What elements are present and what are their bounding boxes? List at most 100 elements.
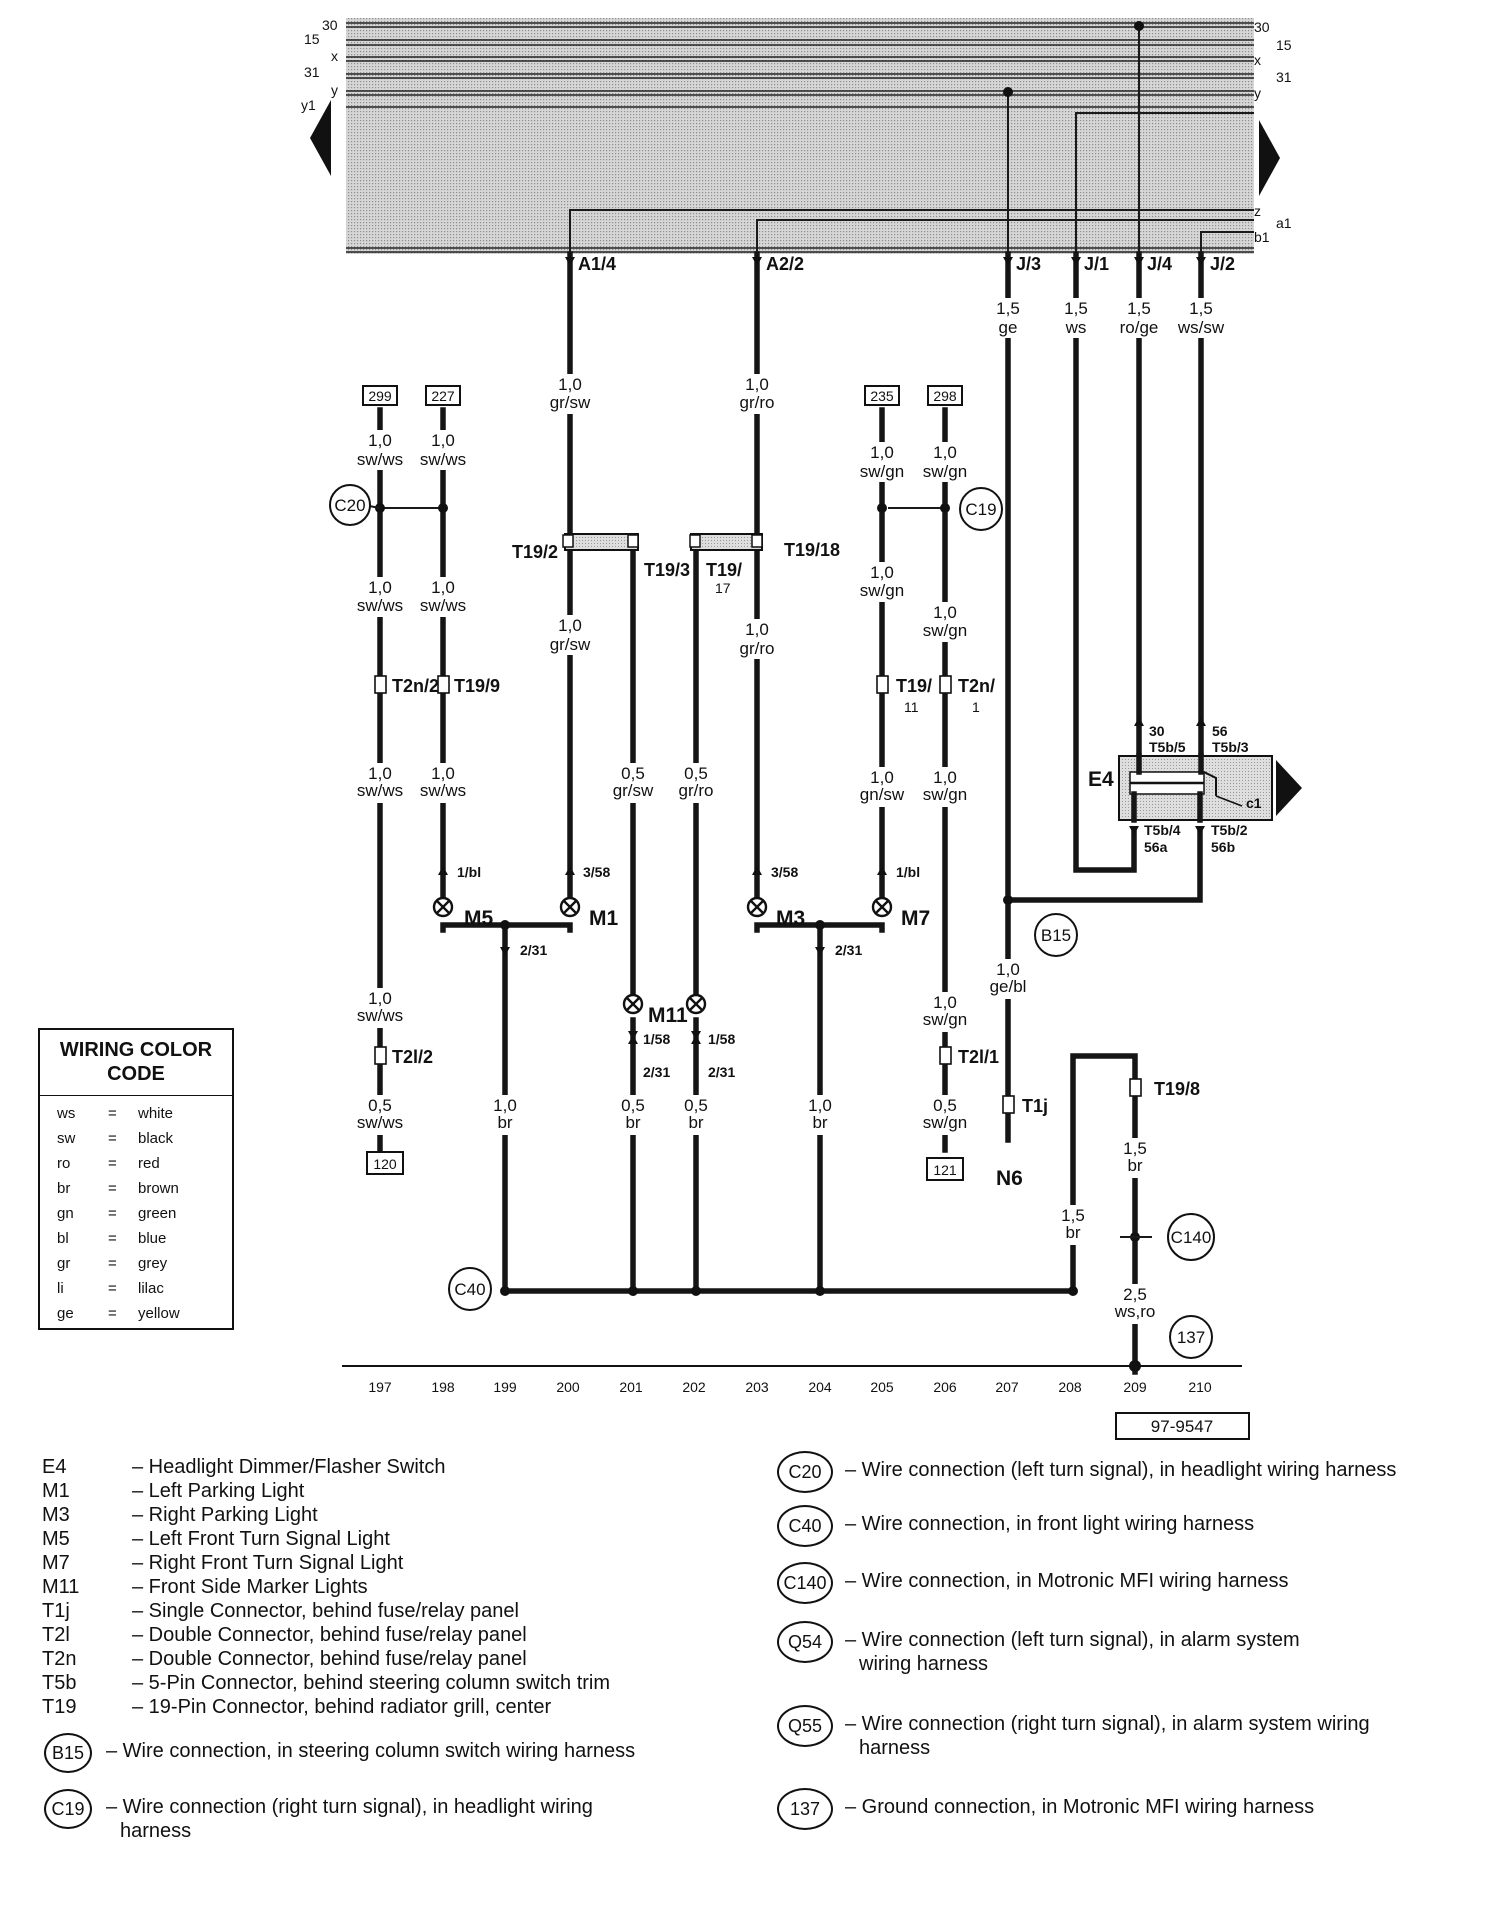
connector-label: T1j [1022, 1096, 1048, 1116]
bus-label-x-right: x [1254, 52, 1261, 68]
legend-text-continued: harness [859, 1737, 931, 1759]
wire-gauge: 1,0 [933, 993, 957, 1012]
figure-id: 97-9547 [1151, 1417, 1213, 1436]
grid-number: 207 [995, 1379, 1019, 1395]
pin-label: 1/bl [457, 864, 481, 880]
legend-code: M1 [42, 1480, 70, 1502]
wire-gauge: 1,0 [368, 989, 392, 1008]
bus-label-30-right: 30 [1254, 19, 1270, 35]
wire-gauge: 0,5 [621, 764, 645, 783]
component-label-e4: E4 [1088, 768, 1114, 791]
connector-label: T19/9 [454, 676, 500, 696]
legend-code: M11 [42, 1576, 80, 1598]
wire-gauge: 1,5 [1123, 1139, 1147, 1158]
wire-gauge: 1,0 [996, 960, 1020, 979]
legend-circle-code: 137 [777, 1788, 833, 1830]
bus-label-x-left: x [331, 48, 338, 64]
legend-item: Q54 – Wire connection (left turn signal)… [777, 1621, 1300, 1675]
wire-gauge: 2,5 [1123, 1285, 1147, 1304]
wires [375, 251, 1204, 1375]
bus-label-15-right: 15 [1276, 37, 1292, 53]
wire-gauge: 1,0 [745, 375, 769, 394]
wire-color: sw/ws [357, 450, 403, 469]
wire-color: sw/ws [357, 596, 403, 615]
bulb-icon [622, 993, 644, 1015]
pin-label: 1/58 [643, 1031, 670, 1047]
pin-label: 3/58 [583, 864, 610, 880]
connection-circles: C20 C19 B15 C40 C140 137 [329, 484, 1215, 1359]
bus-label-15-left: 15 [304, 31, 320, 47]
ref-box: 299 [368, 388, 392, 404]
wire-gauge: 1,5 [1189, 299, 1213, 318]
color-name: brown [138, 1180, 179, 1197]
legend-code: M7 [42, 1552, 70, 1574]
wire-gauge: 1,0 [368, 764, 392, 783]
legend-code: T2l [42, 1624, 70, 1646]
legend-item: C20– Wire connection (left turn signal),… [777, 1451, 1396, 1493]
legend-text-continued: wiring harness [859, 1653, 988, 1675]
legend-text: – Wire connection (right turn signal), i… [106, 1796, 593, 1818]
e4-terminal: 30 [1149, 723, 1165, 739]
legend-text-continued: harness [120, 1820, 192, 1842]
connector-label: T19/2 [512, 542, 558, 562]
color-eq: = [108, 1130, 117, 1147]
connector-label: 1 [972, 699, 980, 715]
connection-circle-137: 137 [1177, 1328, 1205, 1347]
grid-number: 204 [808, 1379, 832, 1395]
color-eq: = [108, 1255, 117, 1272]
connector-label: T2l/2 [392, 1047, 433, 1067]
legend-item: C140– Wire connection, in Motronic MFI w… [777, 1562, 1289, 1604]
color-eq: = [108, 1280, 117, 1297]
legend-item: C40– Wire connection, in front light wir… [777, 1505, 1254, 1547]
wire-gauge: 0,5 [933, 1096, 957, 1115]
wire-color: sw/ws [420, 450, 466, 469]
e4-terminal: T5b/5 [1149, 739, 1186, 755]
color-eq: = [108, 1155, 117, 1172]
bulb-icon [871, 896, 893, 918]
bus-label-a1-right: a1 [1276, 215, 1292, 231]
bulb-pin-labels: 1/bl 3/58 3/58 1/bl 2/31 2/31 1/58 1/58 … [438, 864, 920, 1080]
wire-color: sw/gn [923, 1113, 967, 1132]
component-label-m5: M5 [464, 907, 493, 930]
wire-color: br [1065, 1223, 1080, 1242]
wire-gauge: 1,0 [745, 620, 769, 639]
grid-number: 208 [1058, 1379, 1082, 1395]
wire-color: sw/gn [860, 581, 904, 600]
grid-number: 205 [870, 1379, 894, 1395]
bulbs [432, 896, 893, 1015]
wire-color: br [625, 1113, 640, 1132]
connector-label: 17 [715, 580, 731, 596]
pin-a1-4: A1/4 [578, 254, 616, 274]
wire-gauge: 1,5 [1061, 1206, 1085, 1225]
wire-color: ge [999, 318, 1018, 337]
connector-label: T19/ [896, 676, 932, 696]
color-abbr: ro [57, 1155, 71, 1172]
wire-gauge: 1,0 [431, 764, 455, 783]
legend-circle-code: Q54 [777, 1621, 833, 1663]
bus-pins: A1/4 A2/2 J/3 J/1 J/4 J/2 [565, 254, 1235, 274]
component-label-n6: N6 [996, 1167, 1023, 1190]
pin-a2-2: A2/2 [766, 254, 804, 274]
color-name: red [138, 1155, 160, 1172]
legend-text: – Ground connection, in Motronic MFI wir… [845, 1796, 1315, 1818]
legend-text: – Right Parking Light [132, 1504, 318, 1526]
legend-text: – Double Connector, behind fuse/relay pa… [132, 1648, 527, 1670]
wire-gauge: 0,5 [684, 1096, 708, 1115]
wire-color: sw/ws [420, 781, 466, 800]
connector-label: T19/8 [1154, 1079, 1200, 1099]
legend-text: – Wire connection (left turn signal), in… [845, 1629, 1300, 1651]
color-abbr: bl [57, 1230, 69, 1247]
color-abbr: ge [57, 1305, 74, 1322]
legend-text: – 5-Pin Connector, behind steering colum… [132, 1672, 611, 1694]
color-abbr: gr [57, 1255, 71, 1272]
legend-item: M1– Left Parking Light [42, 1479, 304, 1503]
color-eq: = [108, 1205, 117, 1222]
connector-label: T2n/ [958, 676, 995, 696]
legend-item: B15– Wire connection, in steering column… [44, 1733, 635, 1773]
wire-color: ge/bl [990, 977, 1027, 996]
bus-label-30-left: 30 [322, 17, 338, 33]
wire-gauge: 1,5 [996, 299, 1020, 318]
color-abbr: ws [57, 1105, 76, 1122]
wire-gauge: 1,0 [431, 578, 455, 597]
color-name: yellow [138, 1305, 180, 1322]
